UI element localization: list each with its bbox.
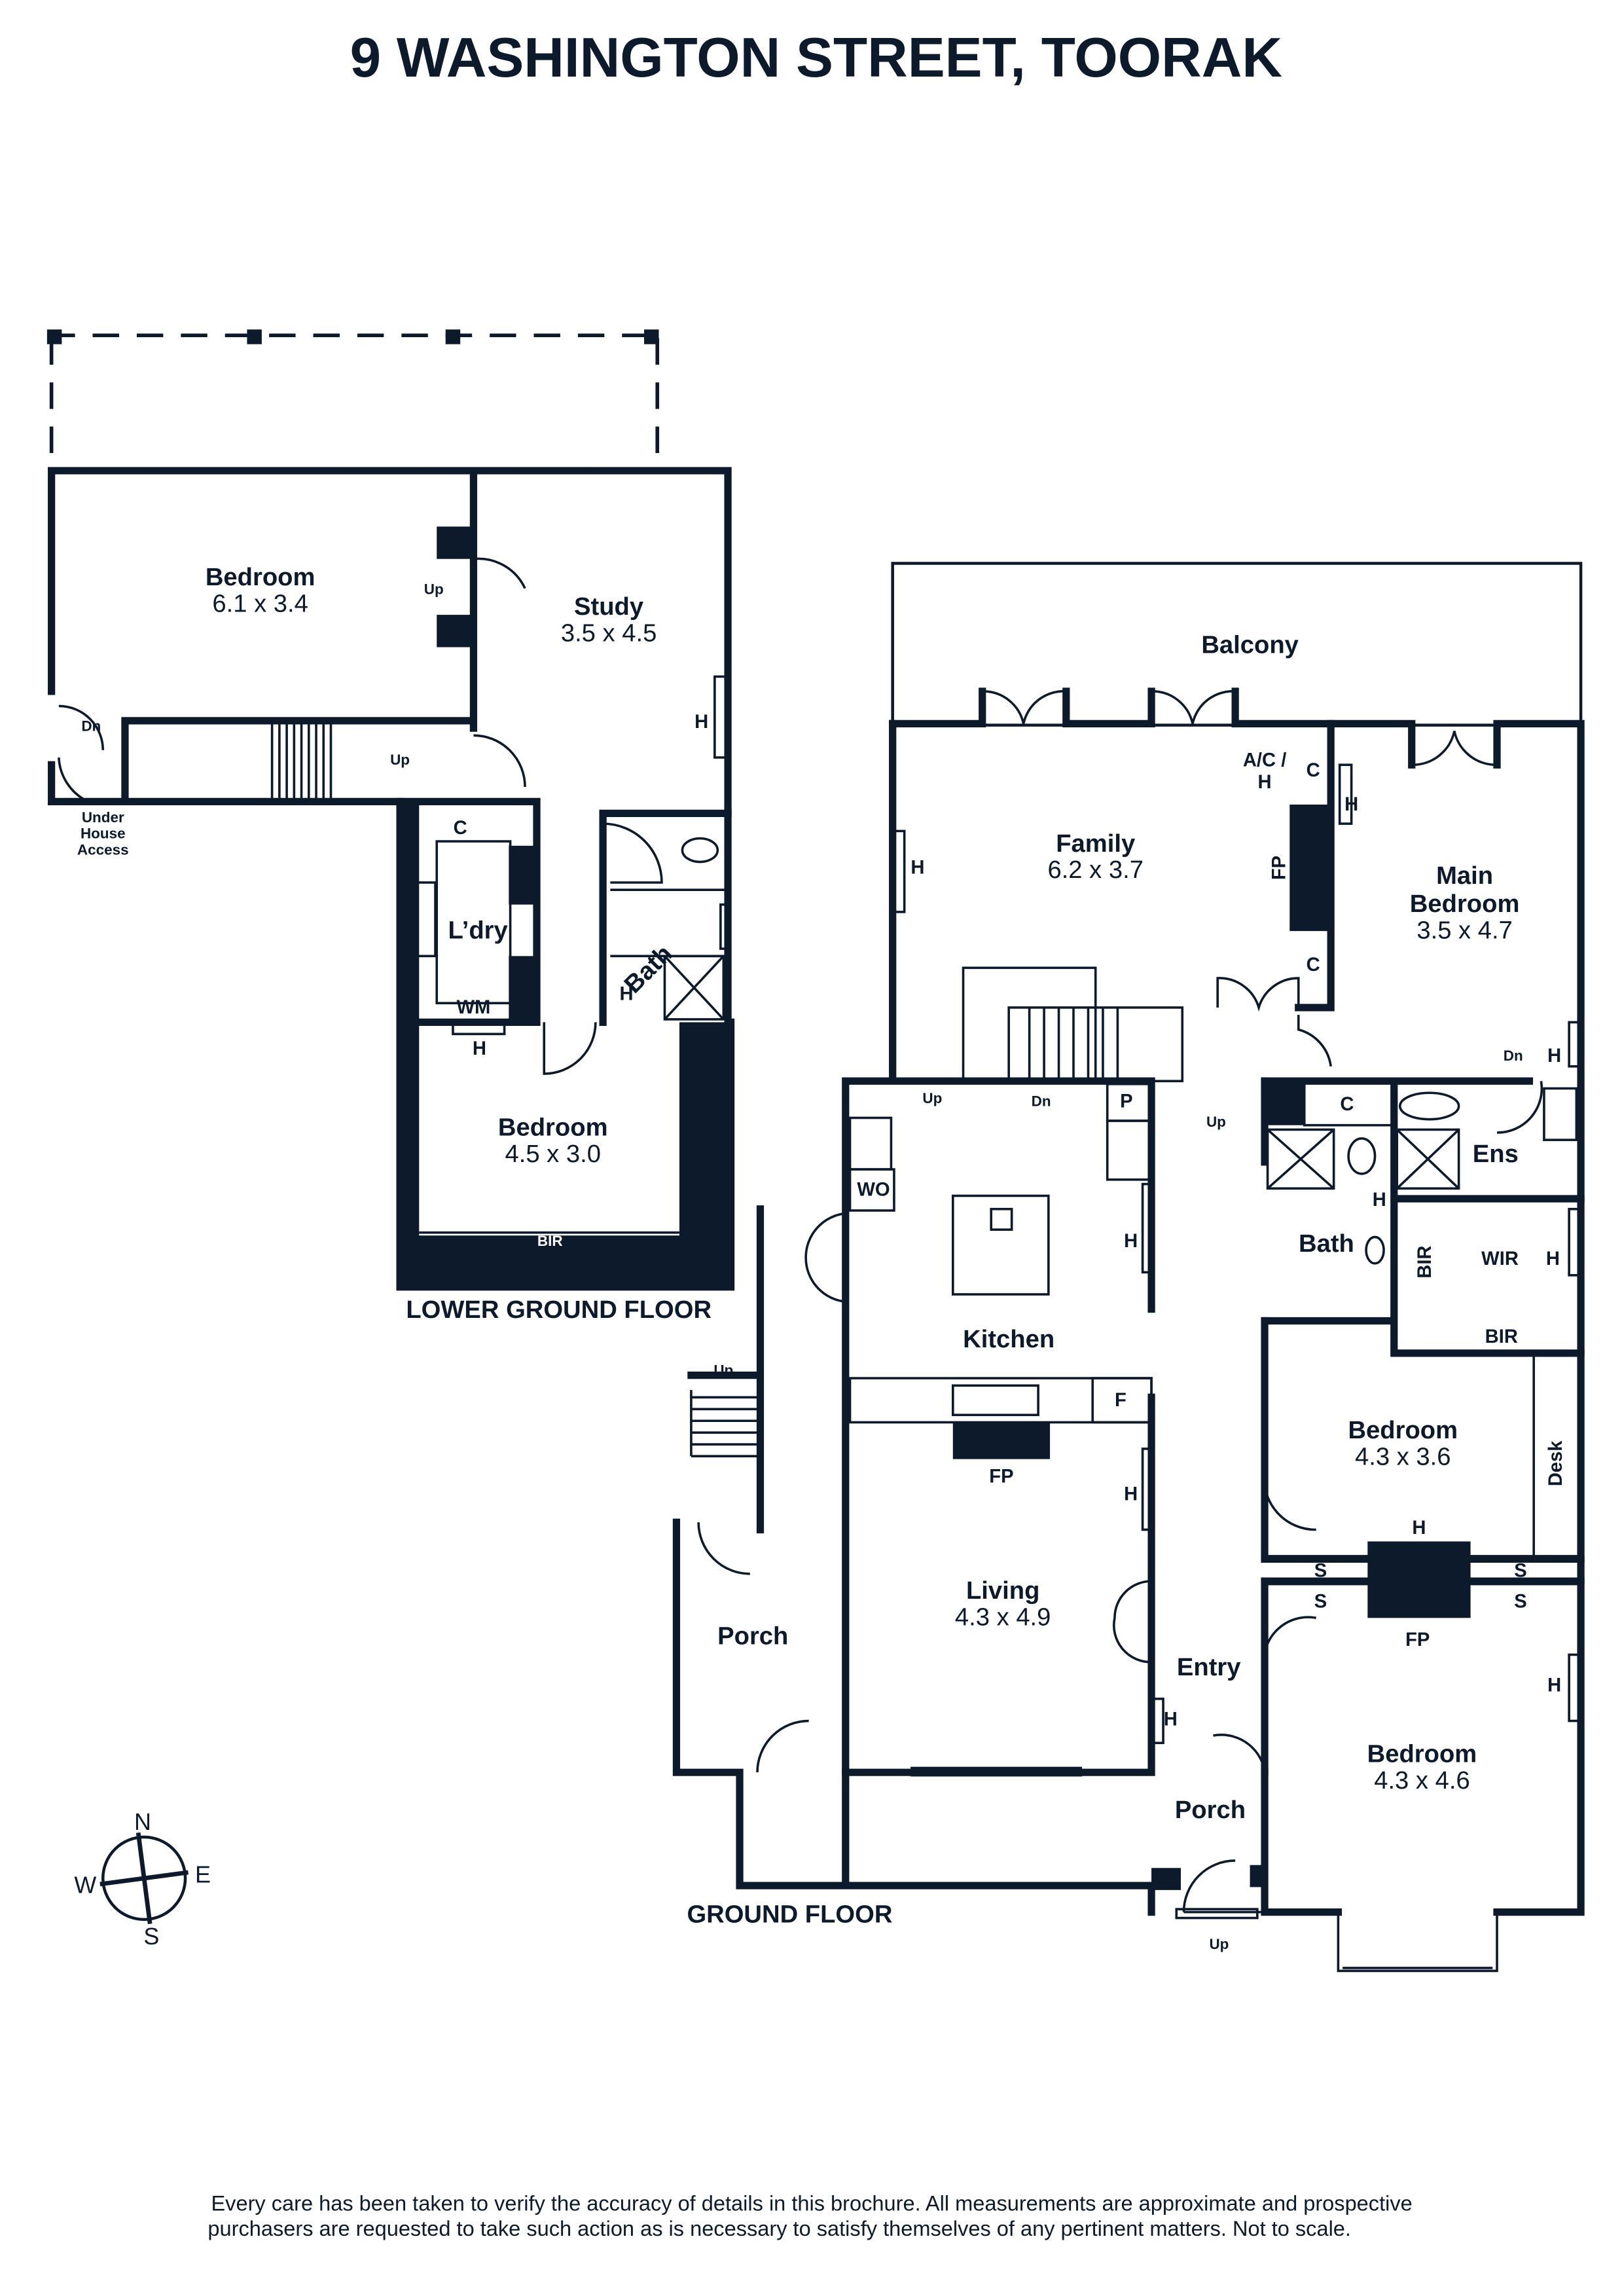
room-dims-main-bedroom: 3.5 x 4.7 — [1416, 916, 1512, 944]
compass-west: W — [74, 1871, 96, 1898]
room-name-bir: BIR — [1415, 1245, 1435, 1278]
room-name-lg-laundry: L’dry — [448, 916, 509, 944]
heater-label: H — [694, 712, 708, 733]
stair-label: Dn — [81, 718, 101, 735]
ground-floor-plan: Balcony Family 6.2 x 3.7 Main Bedroom 3.… — [672, 562, 1585, 1973]
shelf-label: S — [1514, 1592, 1526, 1613]
room-name-bir: BIR — [1485, 1326, 1518, 1347]
cupboard-label: C — [1307, 955, 1320, 975]
cupboard-label: C — [454, 818, 467, 839]
room-name-living: Living — [966, 1576, 1039, 1605]
stair-label: Up — [922, 1090, 942, 1106]
stair-label: Up — [1209, 1936, 1229, 1952]
fireplace-label: FP — [1405, 1630, 1430, 1650]
property-title: 9 WASHINGTON STREET, TOORAK — [350, 27, 1282, 89]
ac-label: A/C / — [1243, 750, 1286, 771]
compass-icon: N E S W — [74, 1808, 211, 1950]
room-dims-lg-study: 3.5 x 4.5 — [561, 619, 657, 647]
room-name-desk: Desk — [1545, 1440, 1566, 1487]
room-name-lg-bedroom2: Bedroom — [498, 1113, 608, 1141]
heater-label: H — [910, 858, 924, 879]
room-name-main-bedroom: Main — [1436, 862, 1493, 890]
heater-label: H — [1124, 1231, 1138, 1252]
wall-oven-label: WO — [857, 1180, 890, 1201]
heater-label: H — [1258, 772, 1272, 793]
room-name-lg-bedroom1: Bedroom — [206, 563, 315, 591]
room-name-family: Family — [1056, 829, 1136, 858]
room-name-kitchen: Kitchen — [963, 1325, 1054, 1353]
room-dims-family: 6.2 x 3.7 — [1047, 856, 1144, 884]
heater-label: H — [1546, 1248, 1560, 1269]
heater-label: H — [1373, 1190, 1386, 1211]
room-name-balcony: Balcony — [1201, 631, 1299, 659]
heater-label: H — [1412, 1518, 1426, 1539]
stair-label: Dn — [1504, 1048, 1523, 1064]
compass-south: S — [143, 1923, 159, 1950]
pantry-label: P — [1120, 1091, 1132, 1112]
room-name-bedroom-a: Bedroom — [1348, 1416, 1458, 1444]
shelf-label: S — [1314, 1592, 1327, 1613]
floor-label-lower-ground: LOWER GROUND FLOOR — [406, 1296, 712, 1324]
stair-label: Up — [424, 581, 444, 598]
disclaimer-line-2: purchasers are requested to take such ac… — [207, 2217, 1351, 2240]
room-name-bedroom-b: Bedroom — [1367, 1740, 1477, 1768]
room-dims-bedroom-b: 4.3 x 4.6 — [1374, 1766, 1470, 1795]
shelf-label: S — [1514, 1560, 1526, 1581]
heater-label: H — [1547, 1046, 1561, 1066]
room-dims-living: 4.3 x 4.9 — [955, 1603, 1051, 1631]
stair-label: Up — [1206, 1114, 1226, 1130]
disclaimer-line-1: Every care has been taken to verify the … — [211, 2192, 1412, 2215]
heater-label: H — [473, 1038, 486, 1059]
compass-north: N — [134, 1808, 151, 1835]
compass-east: E — [195, 1861, 211, 1888]
shelf-label: S — [1314, 1560, 1327, 1581]
stair-label: Dn — [1032, 1093, 1051, 1109]
room-dims-bedroom-a: 4.3 x 3.6 — [1355, 1443, 1451, 1471]
heater-label: H — [1547, 1675, 1561, 1696]
heater-label: H — [1344, 794, 1358, 815]
heater-label: H — [620, 984, 634, 1005]
stair-label: Up — [390, 752, 410, 768]
room-name-porch-front: Porch — [1175, 1796, 1246, 1824]
fireplace-label: FP — [1269, 856, 1290, 880]
room-dims-lg-bedroom1: 6.1 x 3.4 — [212, 590, 308, 618]
access-label: House — [81, 826, 126, 842]
fireplace-label: FP — [989, 1467, 1013, 1487]
room-name-entry: Entry — [1177, 1653, 1241, 1681]
room-name-bath: Bath — [1299, 1230, 1354, 1258]
floor-label-ground: GROUND FLOOR — [687, 1900, 892, 1928]
stair-label: Up — [713, 1362, 733, 1379]
access-label: Access — [77, 841, 129, 858]
heater-label: H — [1164, 1709, 1178, 1730]
cupboard-label: C — [1307, 760, 1320, 781]
room-name-wir: WIR — [1481, 1248, 1519, 1269]
lower-ground-floor-plan: Bedroom 6.1 x 3.4 Study 3.5 x 4.5 L’dry … — [46, 329, 735, 1324]
washing-machine-label: WM — [456, 997, 490, 1018]
room-name-lg-study: Study — [574, 592, 644, 621]
cupboard-label: C — [1340, 1094, 1354, 1115]
heater-label: H — [1124, 1484, 1138, 1505]
room-name-main-bedroom: Bedroom — [1410, 890, 1520, 918]
room-dims-lg-bedroom2: 4.5 x 3.0 — [505, 1140, 601, 1168]
room-name-ensuite: Ens — [1473, 1140, 1519, 1168]
bir-label: BIR — [537, 1233, 563, 1249]
fridge-label: F — [1115, 1390, 1126, 1411]
room-name-porch-west: Porch — [717, 1622, 788, 1650]
access-label: Under — [82, 809, 124, 826]
